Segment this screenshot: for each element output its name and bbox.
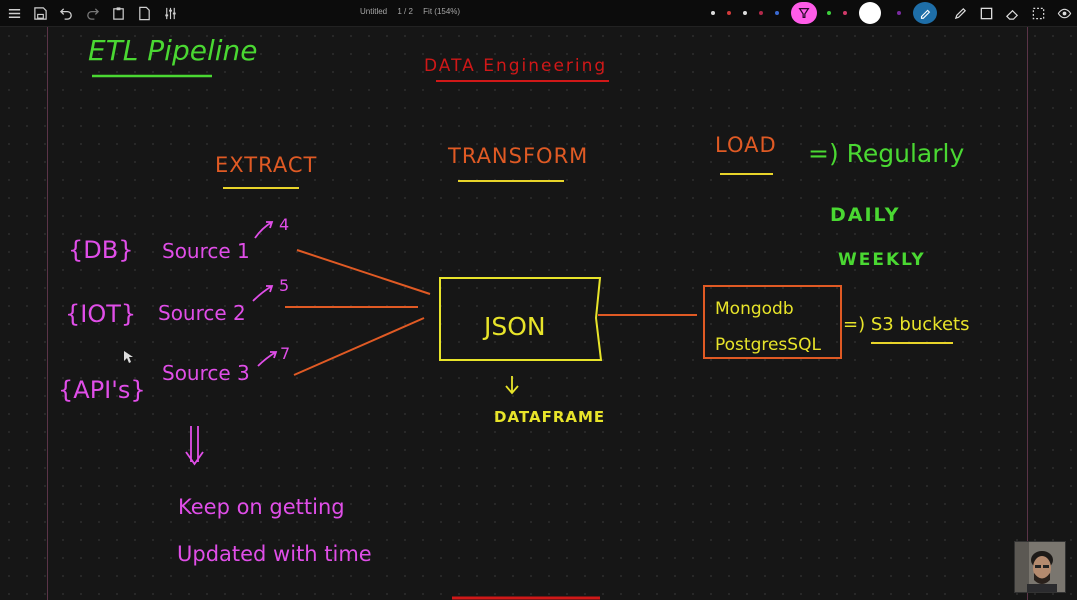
undo-icon[interactable]: [54, 1, 78, 25]
mouse-cursor-icon: [124, 351, 133, 363]
view-toggle[interactable]: [1051, 0, 1077, 26]
weekly-label: WEEKLY: [838, 250, 926, 270]
color-swatch-white[interactable]: [711, 11, 715, 15]
dataframe-arrow: [505, 376, 519, 395]
drawing-canvas[interactable]: ETL Pipeline DATA Engineering EXTRACT TR…: [0, 27, 1077, 600]
note-line-1: Keep on getting: [178, 495, 345, 519]
pen-icon: [920, 9, 931, 19]
source-2-label: Source 2: [158, 301, 246, 325]
pen-tool-active[interactable]: [913, 2, 937, 24]
postgres-label: PostgresSQL: [715, 335, 821, 355]
color-swatch-red[interactable]: [727, 11, 731, 15]
selection-icon: [1032, 7, 1044, 19]
pencil-icon: [954, 7, 966, 19]
redo-icon[interactable]: [80, 1, 104, 25]
top-toolbar: Untitled 1 / 2 Fit (154%): [0, 0, 1077, 27]
mongodb-label: Mongodb: [715, 299, 794, 319]
document-info: Untitled 1 / 2 Fit (154%): [360, 7, 468, 16]
presenter-avatar: [1015, 542, 1065, 592]
settings-sliders-icon[interactable]: [158, 1, 182, 25]
transform-label: TRANSFORM: [447, 144, 588, 168]
daily-label: DAILY: [830, 204, 900, 226]
page-indicator: 1 / 2: [397, 7, 413, 16]
page-icon[interactable]: [132, 1, 156, 25]
highlighter-icon: [798, 8, 810, 18]
source-1-arrow: [254, 221, 274, 239]
source-1-note: 4: [279, 215, 289, 234]
down-double-arrow: [185, 426, 204, 466]
color-swatch-white-large[interactable]: [859, 2, 881, 24]
color-swatch-pink[interactable]: [843, 11, 847, 15]
source-3-note: 7: [280, 344, 290, 363]
json-box: [439, 277, 603, 361]
load-label: LOAD: [715, 133, 777, 157]
eraser-tool[interactable]: [999, 0, 1025, 26]
source-1-label: Source 1: [162, 239, 250, 263]
right-margin-line: [1027, 27, 1028, 600]
save-icon[interactable]: [28, 1, 52, 25]
page-heading: DATA Engineering: [424, 56, 607, 76]
source-2-tag: {IOT}: [65, 300, 136, 328]
zoom-level[interactable]: Fit (154%): [423, 7, 461, 16]
note-line-2: Updated with time: [177, 542, 372, 566]
lasso-tool[interactable]: [1025, 0, 1051, 26]
flow-line-3: [293, 317, 425, 376]
source-2-note: 5: [279, 276, 289, 295]
source-3-arrow: [257, 351, 278, 367]
left-margin-line: [47, 27, 48, 600]
eraser-icon: [1005, 9, 1018, 20]
json-label: JSON: [482, 312, 546, 341]
source-3-tag: {API's}: [58, 376, 146, 404]
menu-icon[interactable]: [2, 1, 26, 25]
s3-label: =) S3 buckets: [843, 314, 969, 335]
database-box: [703, 285, 842, 359]
source-3-label: Source 3: [162, 361, 250, 385]
flow-line-1: [296, 249, 431, 295]
page-title: ETL Pipeline: [88, 34, 258, 67]
webcam-overlay: [1014, 541, 1066, 593]
eye-icon: [1057, 8, 1071, 18]
regularly-label: =) Regularly: [808, 139, 964, 168]
source-2-arrow: [252, 285, 274, 302]
color-swatch-light[interactable]: [743, 11, 747, 15]
extract-label: EXTRACT: [215, 153, 317, 177]
pencil-tool[interactable]: [947, 0, 973, 26]
square-icon: [980, 7, 992, 19]
color-swatch-blue[interactable]: [775, 11, 779, 15]
paste-icon[interactable]: [106, 1, 130, 25]
dataframe-label: DATAFRAME: [494, 408, 605, 426]
document-title[interactable]: Untitled: [360, 7, 388, 16]
highlighter-tool-active[interactable]: [791, 2, 817, 24]
color-swatch-purple[interactable]: [897, 11, 901, 15]
source-1-tag: {DB}: [68, 236, 133, 264]
ink-layer: ETL Pipeline DATA Engineering EXTRACT TR…: [58, 34, 969, 600]
shape-tool[interactable]: [973, 0, 999, 26]
color-swatch-green[interactable]: [827, 11, 831, 15]
color-swatch-crimson[interactable]: [759, 11, 763, 15]
